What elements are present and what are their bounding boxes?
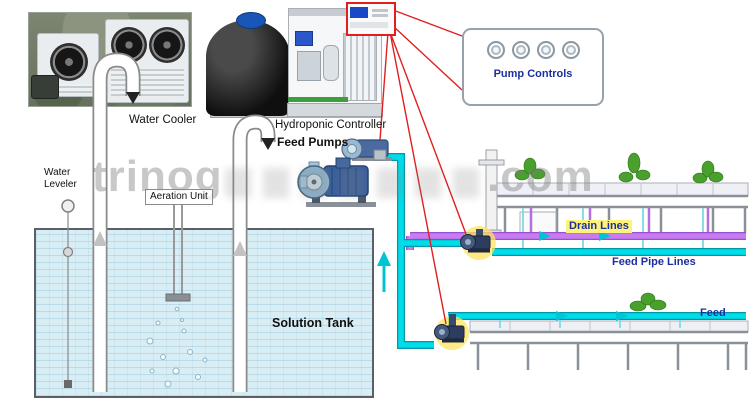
transfer-pump-lower — [434, 314, 469, 350]
water-leveler-label: Water Leveler — [44, 167, 77, 190]
drain-lines-label: Drain Lines — [566, 220, 632, 233]
solution-tank — [34, 228, 374, 398]
control-knob-icon — [536, 41, 555, 59]
fan-icon — [111, 27, 147, 63]
feed-pipe-lines-pipe — [386, 153, 746, 349]
controller-module — [295, 31, 313, 46]
watermark-right: .com — [487, 152, 594, 201]
feed-label: Feed — [700, 307, 726, 319]
photo-pump — [31, 75, 59, 99]
bench-stand — [478, 149, 557, 237]
feed-pipe-lines-label: Feed Pipe Lines — [612, 256, 696, 268]
control-knob-icon — [511, 41, 530, 59]
solution-tank-label: Solution Tank — [272, 316, 354, 330]
tank-lid — [236, 12, 266, 29]
control-wiring — [379, 9, 467, 325]
fan-icon — [50, 43, 88, 81]
aeration-unit-label: Aeration Unit — [145, 189, 213, 205]
feed-pump-large — [297, 157, 376, 207]
controller-slot — [372, 14, 388, 17]
hydroponic-controller-label: Hydroponic Controller — [275, 119, 387, 131]
controller-screen — [350, 7, 368, 18]
feed-pump-small — [341, 138, 392, 161]
dosing-cylinder — [323, 45, 339, 81]
water-cooler-label: Water Cooler — [129, 114, 197, 126]
water-cooler-photo — [28, 12, 192, 107]
pump-controls-panel: Pump Controls — [462, 28, 604, 106]
control-knob-icon — [561, 41, 580, 59]
fan-icon — [149, 27, 185, 63]
feed-pumps-label: Feed Pumps — [277, 135, 349, 149]
cabinet-base — [287, 103, 383, 117]
controller-slot — [372, 9, 388, 12]
nutrient-pipe — [288, 97, 348, 102]
cabinet-top — [289, 9, 379, 16]
control-knob-icon — [486, 41, 505, 59]
transfer-pump-upper — [460, 226, 496, 260]
cabinet-vent — [343, 33, 377, 101]
controller-keys — [350, 22, 388, 28]
cooler-unit-right — [105, 19, 189, 103]
knob-row — [464, 41, 602, 59]
lower-bench — [469, 320, 749, 370]
cone-bottom-tank — [206, 20, 290, 116]
vent-grille — [44, 84, 92, 93]
pump-controls-label: Pump Controls — [493, 68, 573, 80]
vent-grille — [111, 68, 184, 96]
controller-display — [346, 2, 396, 36]
dosing-unit — [297, 51, 321, 81]
watermark-blur — [225, 168, 480, 198]
